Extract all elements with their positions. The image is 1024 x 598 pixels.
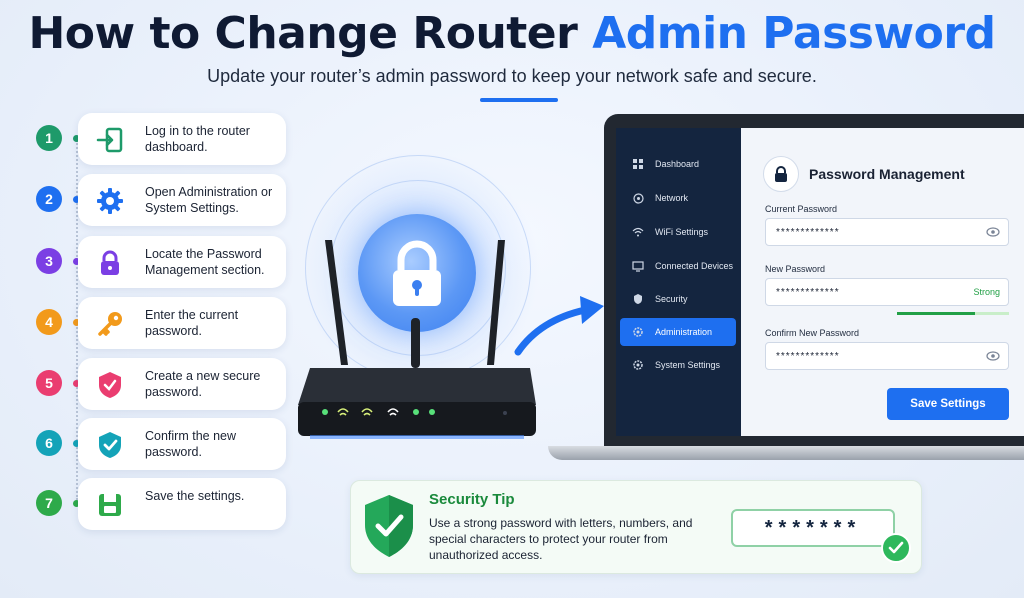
eye-icon[interactable] (986, 351, 1000, 361)
gear-icon (631, 326, 645, 338)
new-password-field[interactable]: ************* Strong (765, 278, 1009, 306)
page-title: How to Change Router Admin Password (0, 8, 1024, 59)
step-dot (73, 500, 80, 507)
lock-icon (94, 247, 126, 279)
nav-item-security[interactable]: Security (620, 285, 736, 313)
nav-item-network[interactable]: Network (620, 184, 736, 212)
step-item: 1 Log in to the router dashboard. (36, 113, 286, 165)
gear-icon (94, 185, 126, 217)
lock-icon (763, 156, 799, 192)
confirm-password-field[interactable]: ************* (765, 342, 1009, 370)
save-icon (94, 489, 126, 521)
step-card: Save the settings. (78, 478, 286, 530)
step-number: 7 (36, 490, 62, 516)
security-tip-card: Security Tip Use a strong password with … (350, 480, 922, 574)
step-text: Enter the current password. (145, 308, 239, 338)
network-icon (631, 192, 645, 204)
step-number: 5 (36, 370, 62, 396)
new-password-label: New Password (765, 264, 826, 274)
nav-item-administration[interactable]: Administration (620, 318, 736, 346)
step-text: Confirm the new password. (145, 429, 237, 459)
nav-item-label: Dashboard (655, 159, 700, 169)
save-settings-button[interactable]: Save Settings (887, 388, 1009, 420)
step-dot (73, 380, 80, 387)
check-icon (881, 533, 911, 563)
strength-meter (897, 312, 1009, 315)
step-number: 1 (36, 125, 62, 151)
step-item: 4 Enter the current password. (36, 297, 286, 349)
step-dot (73, 258, 80, 265)
nav-item-wifi-settings[interactable]: WiFi Settings (620, 218, 736, 246)
monitor-icon (631, 260, 645, 272)
key-icon (94, 308, 126, 340)
padlock-icon (393, 240, 441, 306)
new-password-value: ************* (776, 287, 840, 298)
laptop-base (548, 446, 1024, 460)
step-card: Locate the Password Management section. (78, 236, 286, 288)
step-card: Open Administration or System Settings. (78, 174, 286, 226)
step-dot (73, 196, 80, 203)
shield-check-icon (94, 429, 126, 461)
step-text: Save the settings. (145, 489, 245, 503)
step-number: 4 (36, 309, 62, 335)
step-card: Create a new secure password. (78, 358, 286, 410)
login-icon (94, 124, 126, 156)
current-password-field[interactable]: ************* (765, 218, 1009, 246)
step-item: 2 Open Administration or System Settings… (36, 174, 286, 226)
step-text: Create a new secure password. (145, 369, 261, 399)
nav-item-dashboard[interactable]: Dashboard (620, 150, 736, 178)
step-card: Confirm the new password. (78, 418, 286, 470)
step-card: Log in to the router dashboard. (78, 113, 286, 165)
nav-item-label: System Settings (655, 360, 721, 370)
panel-title: Password Management (809, 166, 965, 182)
step-text: Open Administration or System Settings. (145, 185, 273, 215)
arrow-icon (514, 296, 604, 356)
step-number: 3 (36, 248, 62, 274)
nav-item-label: Security (655, 294, 688, 304)
nav-item-label: Administration (655, 327, 713, 337)
shield-check-icon (365, 495, 413, 557)
step-number: 2 (36, 186, 62, 212)
confirm-password-value: ************* (776, 351, 840, 362)
step-text: Log in to the router dashboard. (145, 124, 250, 154)
eye-icon[interactable] (986, 227, 1000, 237)
step-item: 6 Confirm the new password. (36, 418, 286, 470)
nav-item-label: Connected Devices (655, 261, 734, 271)
status-lights (322, 408, 507, 416)
nav-item-system-settings[interactable]: System Settings (620, 351, 736, 379)
shield-icon (631, 293, 645, 305)
tip-title: Security Tip (429, 491, 515, 508)
gear-icon (631, 359, 645, 371)
step-dot (73, 440, 80, 447)
page-subtitle: Update your router’s admin password to k… (207, 66, 817, 86)
step-item: 5 Create a new secure password. (36, 358, 286, 410)
step-item: 3 Locate the Password Management section… (36, 236, 286, 288)
current-password-label: Current Password (765, 204, 838, 214)
strength-label: Strong (973, 287, 1000, 297)
step-dot (73, 135, 80, 142)
step-dot (73, 319, 80, 326)
tip-text: Use a strong password with letters, numb… (429, 516, 693, 562)
nav-item-connected-devices[interactable]: Connected Devices (620, 252, 736, 280)
title-underline (480, 98, 558, 102)
wifi-icon (631, 227, 645, 237)
confirm-password-label: Confirm New Password (765, 328, 860, 338)
step-card: Enter the current password. (78, 297, 286, 349)
shield-icon (94, 369, 126, 401)
step-text: Locate the Password Management section. (145, 247, 265, 277)
step-item: 7 Save the settings. (36, 478, 286, 530)
password-display: ******* (731, 509, 895, 547)
title-part-1: How to Change Router (28, 8, 578, 59)
password-management-panel: Password Management Current Password ***… (751, 142, 1024, 436)
step-number: 6 (36, 430, 62, 456)
nav-item-label: Network (655, 193, 689, 203)
nav-item-label: WiFi Settings (655, 227, 709, 237)
router-illustration (298, 240, 536, 439)
current-password-value: ************* (776, 227, 840, 238)
title-part-2: Admin Password (592, 8, 996, 59)
grid-icon (631, 159, 645, 169)
